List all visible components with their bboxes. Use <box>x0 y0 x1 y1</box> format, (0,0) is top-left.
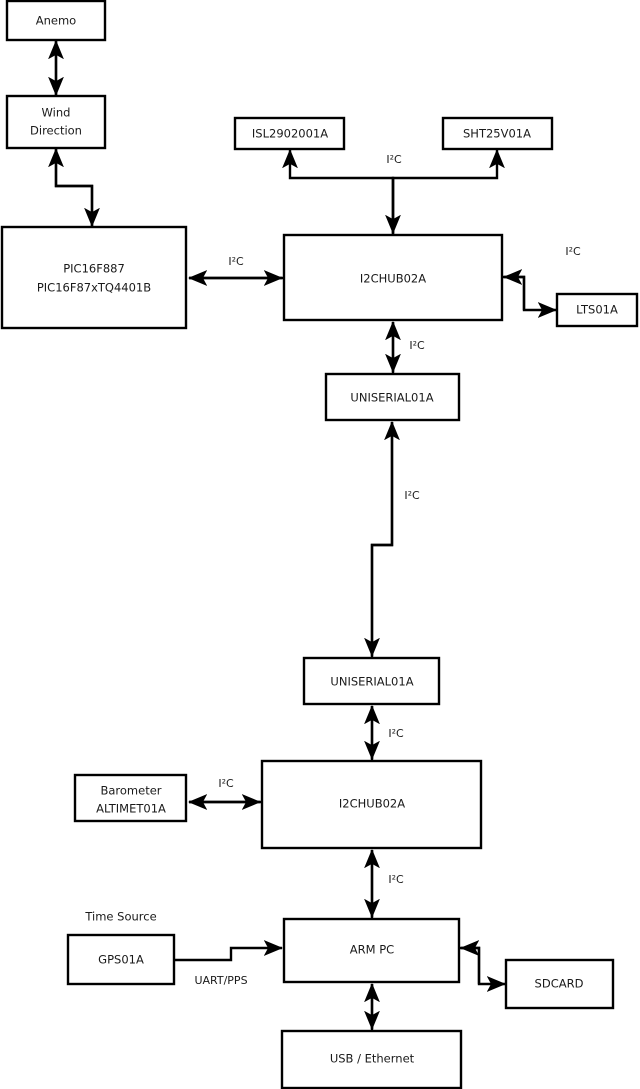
node-i2chub02a-top[interactable]: I2CHUB02A <box>282 233 504 322</box>
node-sdcard[interactable]: SDCARD <box>504 958 615 1010</box>
node-anemo-label: Anemo <box>36 14 76 28</box>
edge-hub-uniserial: I²C <box>385 321 425 373</box>
edge-uniserial-link: I²C <box>364 421 420 657</box>
node-arm-pc-label: ARM PC <box>350 943 394 957</box>
node-wind-direction-box[interactable] <box>5 94 107 150</box>
node-i2chub02a-bottom-label: I2CHUB02A <box>339 797 405 811</box>
node-wind-direction[interactable]: Wind Direction <box>5 94 107 150</box>
node-arm-pc-box[interactable] <box>282 917 461 984</box>
edge-label-hub-lts: I²C <box>565 245 581 258</box>
node-i2chub02a-top-label: I2CHUB02A <box>360 272 426 286</box>
edge-label-hub-sensors: I²C <box>386 153 402 166</box>
edge-wind-pic-path <box>54 149 100 227</box>
node-lts01a-label: LTS01A <box>576 303 618 317</box>
node-usb-ethernet[interactable]: USB / Ethernet <box>280 1029 463 1089</box>
edge-pic-wind-path <box>48 148 94 227</box>
node-barometer-label-line2: ALTIMET01A <box>96 802 166 816</box>
node-usb-ethernet-label: USB / Ethernet <box>330 1052 415 1066</box>
edge-barometer-hub: I²C <box>188 777 261 810</box>
node-barometer-label-line1: Barometer <box>100 784 161 798</box>
node-barometer[interactable]: Barometer ALTIMET01A <box>73 773 188 823</box>
edge-pic-wind <box>48 148 94 227</box>
edge-hub-lts-path <box>503 275 557 318</box>
node-gps01a[interactable]: GPS01A <box>66 933 176 986</box>
node-isl2902001a[interactable]: ISL2902001A <box>233 116 346 151</box>
node-anemo[interactable]: Anemo <box>5 0 107 42</box>
edge-lts-hub-path <box>503 269 526 310</box>
node-pic-mcu-label-line2: PIC16F87xTQ4401B <box>37 281 151 295</box>
node-gps01a-box[interactable] <box>66 933 176 986</box>
edge-hub-armpc: I²C <box>364 849 404 918</box>
node-uniserial01a-upper[interactable]: UNISERIAL01A <box>324 372 461 422</box>
node-anemo-box[interactable] <box>5 0 107 42</box>
edge-wind-pic <box>54 149 100 227</box>
node-uniserial01a-lower-label: UNISERIAL01A <box>330 675 413 689</box>
edge-armpc-sdcard <box>460 940 506 992</box>
edge-uniserial-link-up <box>370 421 400 657</box>
edge-gps-armpc: UART/PPS <box>175 940 283 987</box>
edge-pic-hub: I²C <box>188 255 283 286</box>
node-barometer-box[interactable] <box>73 773 188 823</box>
edge-label-pic-hub: I²C <box>228 255 244 268</box>
node-pic-mcu-label-line1: PIC16F887 <box>63 262 125 276</box>
node-sht25v01a-box[interactable] <box>441 116 554 151</box>
edge-uniserial-link-down <box>364 422 394 657</box>
edge-uniserial-hub-bottom: I²C <box>364 705 404 760</box>
edge-hub-sensors: I²C <box>282 149 505 234</box>
node-uniserial01a-upper-box[interactable] <box>324 372 461 422</box>
edge-label-uniserial-link: I²C <box>404 489 420 502</box>
edge-hub-lts: I²C <box>503 245 581 318</box>
node-gps01a-label: GPS01A <box>98 953 144 967</box>
node-i2chub02a-top-box[interactable] <box>282 233 504 322</box>
edge-label-hub-armpc: I²C <box>388 873 404 886</box>
node-isl2902001a-label: ISL2902001A <box>252 127 328 141</box>
node-wind-direction-label-line1: Wind <box>42 106 71 120</box>
label-time-source: Time Source <box>84 910 156 924</box>
node-lts01a[interactable]: LTS01A <box>555 292 639 328</box>
edge-label-hub-uniserial: I²C <box>409 339 425 352</box>
node-i2chub02a-bottom[interactable]: I2CHUB02A <box>260 759 483 850</box>
node-sdcard-label: SDCARD <box>535 977 584 991</box>
node-wind-direction-label-line2: Direction <box>30 124 82 138</box>
node-uniserial01a-lower-box[interactable] <box>302 656 441 706</box>
edge-gps-armpc-path <box>175 940 283 962</box>
node-uniserial01a-upper-label: UNISERIAL01A <box>350 391 433 405</box>
edge-hub-sht-path <box>391 149 505 234</box>
node-arm-pc[interactable]: ARM PC <box>282 917 461 984</box>
node-usb-ethernet-box[interactable] <box>280 1029 463 1089</box>
edge-label-gps-armpc: UART/PPS <box>194 974 247 987</box>
edge-label-uniserial-hub-bottom: I²C <box>388 727 404 740</box>
node-lts01a-box[interactable] <box>555 292 639 328</box>
node-i2chub02a-bottom-box[interactable] <box>260 759 483 850</box>
edge-label-barometer-hub: I²C <box>218 777 234 790</box>
node-uniserial01a-lower[interactable]: UNISERIAL01A <box>302 656 441 706</box>
node-isl2902001a-box[interactable] <box>233 116 346 151</box>
edge-sdcard-armpc-path <box>460 940 481 984</box>
edge-armpc-sdcard-path <box>460 946 506 992</box>
node-pic-mcu-box[interactable] <box>0 225 188 330</box>
node-sht25v01a[interactable]: SHT25V01A <box>441 116 554 151</box>
node-sht25v01a-label: SHT25V01A <box>463 127 531 141</box>
edge-hub-isl-path <box>282 149 395 234</box>
node-pic-mcu[interactable]: PIC16F887 PIC16F87xTQ4401B <box>0 225 188 330</box>
node-sdcard-box[interactable] <box>504 958 615 1010</box>
